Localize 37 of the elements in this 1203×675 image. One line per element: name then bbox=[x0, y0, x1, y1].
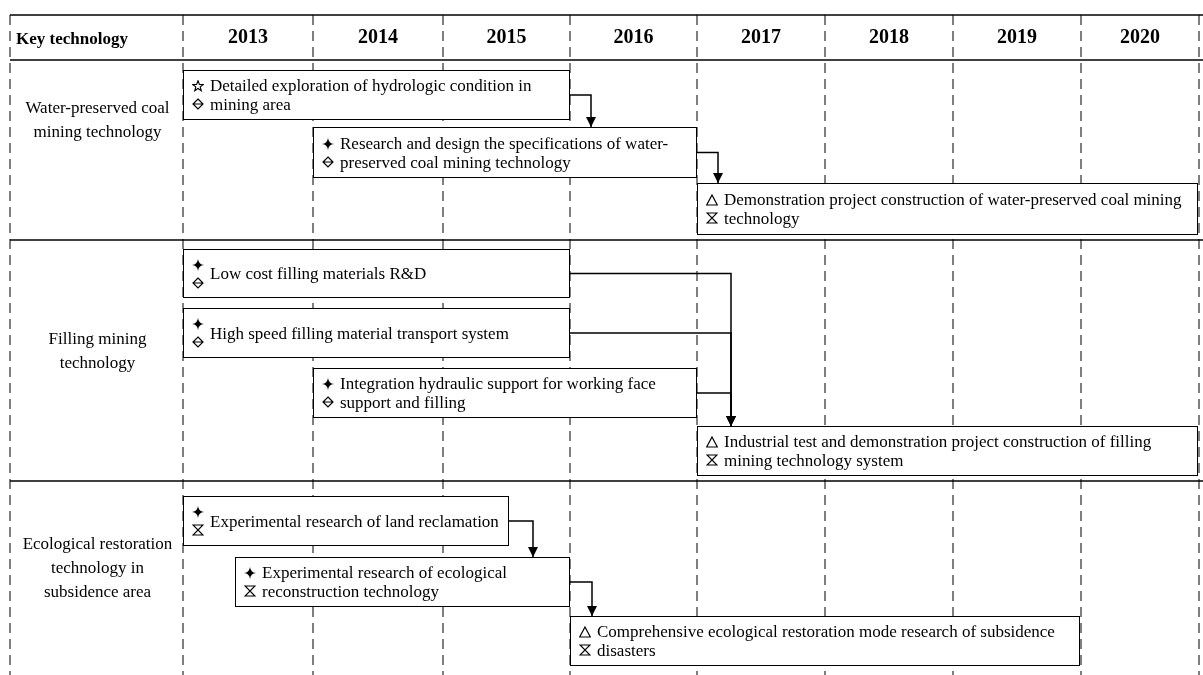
year-header: 2013 bbox=[227, 24, 269, 48]
column-header: Key technology bbox=[16, 28, 128, 50]
task-text: Integration hydraulic support for working face support and filling bbox=[340, 374, 657, 412]
row-header: Water-preserved coal mining technology bbox=[24, 97, 171, 143]
year-header: 2014 bbox=[357, 24, 399, 48]
task-text: Demonstration project construction of water-preserved coal mining technology bbox=[724, 190, 1183, 228]
arrow bbox=[569, 94, 596, 128]
task-text: Industrial test and demonstration project construction of filling mining technology system bbox=[724, 432, 1153, 470]
task-text: Low cost filling materials R&D bbox=[210, 264, 427, 283]
year-header: 2020 bbox=[1119, 24, 1161, 48]
task-box bbox=[313, 368, 697, 418]
task-text: High speed filling material transport system bbox=[210, 323, 509, 343]
task-box bbox=[697, 183, 1198, 235]
arrow bbox=[569, 581, 597, 617]
year-header: 2015 bbox=[485, 24, 528, 48]
task-box bbox=[313, 127, 697, 178]
task-box bbox=[183, 70, 570, 120]
task-text: Experimental research of land reclamation bbox=[210, 511, 499, 531]
arrow bbox=[696, 392, 736, 427]
year-header: 2018 bbox=[868, 24, 910, 48]
arrow bbox=[508, 520, 538, 558]
task-box bbox=[235, 557, 570, 607]
task-text: Experimental research of ecological reconstruction technology bbox=[262, 563, 508, 601]
arrow bbox=[696, 151, 723, 184]
task-box bbox=[570, 616, 1080, 666]
task-text: Detailed exploration of hydrologic condition in mining area bbox=[210, 76, 533, 114]
task-box bbox=[183, 496, 509, 546]
row-header: Filling mining technology bbox=[47, 327, 148, 374]
year-header: 2019 bbox=[996, 24, 1038, 48]
year-header: 2017 bbox=[740, 24, 782, 48]
year-header: 2016 bbox=[612, 24, 655, 48]
task-box bbox=[183, 249, 570, 298]
task-box bbox=[697, 426, 1198, 476]
task-text: Research and design the specifications of water-preserved coal mining technology bbox=[340, 133, 670, 172]
task-box bbox=[183, 308, 570, 358]
task-text: Comprehensive ecological restoration mode research of subsidence disasters bbox=[597, 622, 1056, 660]
row-header: Ecological restoration technology in subsidence area bbox=[21, 533, 174, 603]
